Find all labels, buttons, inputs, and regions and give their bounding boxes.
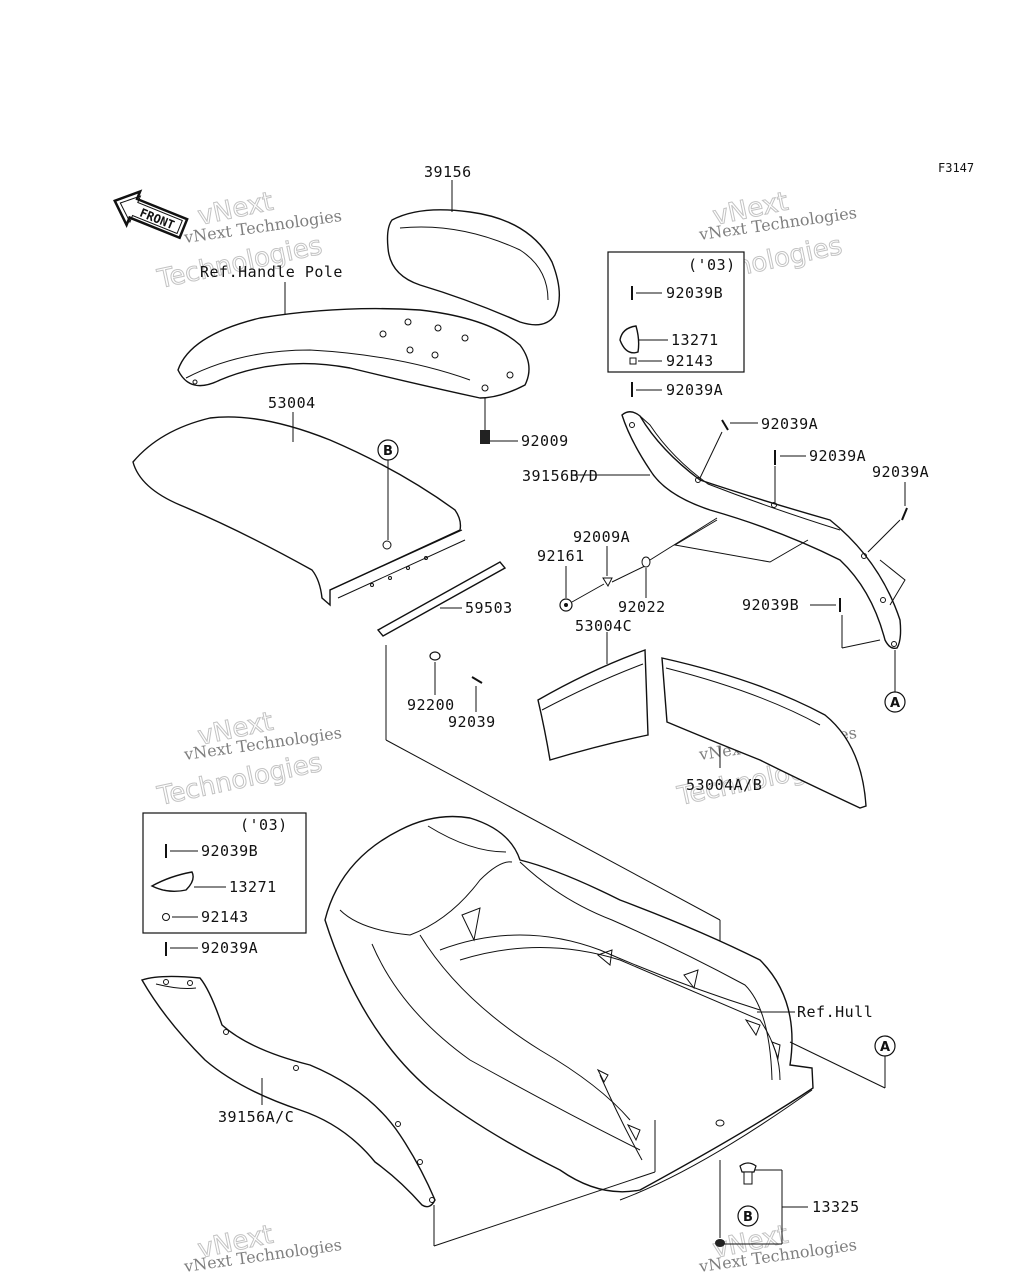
front-arrow-icon: FRONT: [113, 189, 189, 240]
year-label-top: ('03): [688, 256, 736, 274]
label-92039b-box: 92039B: [666, 284, 723, 302]
part-59503-strip: [376, 561, 507, 637]
watermark-bottom-left: vNext vNext Technologies: [182, 1219, 343, 1276]
label-92039b-left: 92039B: [201, 842, 258, 860]
label-13325: 13325: [812, 1198, 860, 1216]
part-39156bd-rail: [572, 411, 906, 650]
svg-text:A: A: [890, 696, 900, 711]
label-92039a-1: 92039A: [666, 381, 723, 399]
watermark-bottom-right: vNext vNext Technologies: [697, 1219, 858, 1276]
label-39156bd: 39156B/D: [522, 467, 598, 485]
part-92161-washer: [559, 566, 605, 612]
handle-pole-ref-part: [177, 307, 530, 399]
label-92022: 92022: [618, 598, 666, 616]
label-92143-left: 92143: [201, 908, 249, 926]
figure-code: F3147: [938, 161, 974, 175]
label-13271-box: 13271: [671, 331, 719, 349]
year-label-left: ('03): [240, 816, 288, 834]
label-39156ac: 39156A/C: [218, 1108, 294, 1126]
callout-b-top: B: [377, 439, 399, 540]
svg-text:B: B: [743, 1210, 753, 1225]
callout-a-bottom: A: [789, 1035, 896, 1089]
label-39156: 39156: [424, 163, 472, 181]
rivet-92039b-right: [810, 598, 881, 649]
label-92161: 92161: [537, 547, 585, 565]
part-53004c-pad: [537, 632, 649, 761]
label-92143-box: 92143: [666, 352, 714, 370]
part-92022-washer: [641, 517, 718, 598]
callout-a-right: A: [884, 650, 906, 713]
part-39156ac-rail: [140, 975, 436, 1208]
label-92009a: 92009A: [573, 528, 630, 546]
part-13325-bolt: [715, 1160, 808, 1247]
label-92039a-left: 92039A: [201, 939, 258, 957]
part-53004ab-pad: [661, 657, 867, 809]
label-53004c: 53004C: [575, 617, 632, 635]
label-92009: 92009: [521, 432, 569, 450]
svg-text:B: B: [383, 444, 393, 459]
label-92039a-3: 92039A: [809, 447, 866, 465]
year-box-left: ('03) 92039B 13271 92143: [142, 812, 307, 934]
label-92200: 92200: [407, 696, 455, 714]
label-92039a-2: 92039A: [761, 415, 818, 433]
watermark-mid-left: vNext vNext Technologies Technologies: [154, 706, 343, 812]
label-53004ab: 53004A/B: [686, 776, 762, 794]
part-53004-panel: [132, 412, 466, 607]
rivet-92039a-4: [867, 482, 908, 553]
label-59503: 59503: [465, 599, 513, 617]
svg-text:Technologies: Technologies: [154, 748, 325, 812]
part-92039-rivet: [471, 676, 483, 712]
year-box-top-right: ('03) 92039B 13271 92143: [607, 251, 745, 373]
hull-ref-part: [324, 815, 814, 1201]
rivet-92039a-2: [699, 419, 758, 479]
part-92009-bolt: [480, 398, 518, 444]
svg-text:A: A: [880, 1040, 890, 1055]
callout-b-bottom: B: [737, 1205, 759, 1227]
label-92039a-4: 92039A: [872, 463, 929, 481]
label-13271-left: 13271: [229, 878, 277, 896]
part-92200-washer: [429, 651, 441, 695]
rivet-92039a-3: [774, 450, 806, 502]
label-92039: 92039: [448, 713, 496, 731]
label-ref-handle-pole: Ref.Handle Pole: [200, 263, 343, 281]
part-92009a-screw: [602, 546, 646, 588]
label-92039b-right: 92039B: [742, 596, 799, 614]
label-ref-hull: Ref.Hull: [797, 1003, 873, 1021]
label-53004: 53004: [268, 394, 316, 412]
part-39156-pad: [386, 180, 560, 326]
